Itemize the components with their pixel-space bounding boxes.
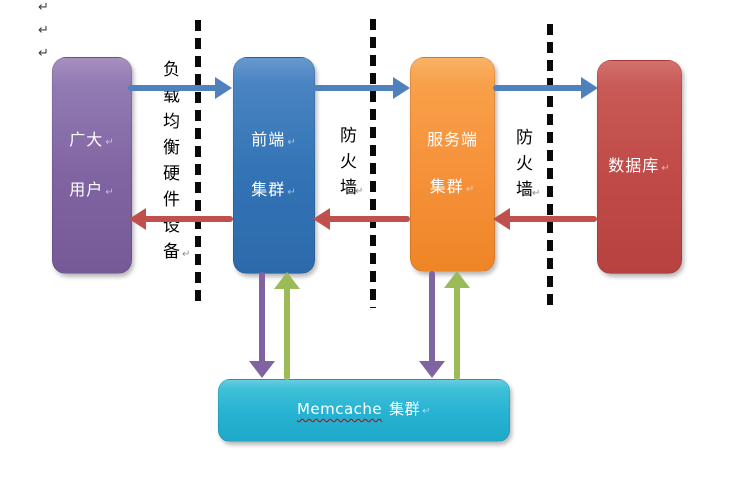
arrow-shaft: [284, 286, 290, 380]
node-memcache-label-cluster: 集群: [389, 400, 421, 418]
load-balancer-label: 负载均衡硬件设备: [163, 60, 180, 262]
arrow-server-to-database: [493, 77, 598, 99]
arrow-frontend-to-users-return: [129, 208, 233, 230]
arrow-head-icon: [444, 271, 470, 288]
paragraph-mark: ↵: [105, 136, 115, 148]
node-users-label-line1: 广大: [69, 129, 104, 149]
arrow-head-icon: [581, 77, 598, 99]
node-server-cluster[interactable]: 服务端 集群↵: [410, 57, 495, 272]
arrow-shaft: [128, 85, 218, 91]
arrow-memcache-to-frontend: [274, 272, 300, 380]
arrow-shaft: [259, 272, 265, 364]
arrow-shaft: [454, 285, 460, 380]
node-database[interactable]: 数据库↵: [597, 60, 682, 274]
arrow-shaft: [429, 271, 435, 364]
paragraph-mark: ↵: [105, 186, 115, 198]
arrow-frontend-to-memcache: [249, 272, 275, 378]
firewall-boundary-dashed-line-left: [370, 19, 376, 308]
node-memcache-cluster[interactable]: Memcache 集群↵: [218, 379, 510, 442]
load-balancer-boundary-dashed-line: [195, 20, 201, 301]
arrow-server-to-frontend-return: [313, 208, 410, 230]
arrow-shaft: [327, 216, 410, 222]
arrow-database-to-server-return: [493, 208, 597, 230]
firewall-boundary-dashed-line-right: [547, 24, 553, 311]
node-frontend-label-line2: 集群: [251, 179, 286, 199]
node-users[interactable]: 广大↵ 用户↵: [52, 57, 132, 274]
arrow-head-icon: [249, 361, 275, 378]
arrow-head-icon: [393, 77, 410, 99]
node-memcache-label-word: Memcache: [296, 400, 383, 418]
paragraph-mark: ↵: [287, 136, 297, 148]
paragraph-mark: ↵: [465, 184, 476, 195]
arrow-frontend-to-server: [313, 77, 410, 99]
arrow-shaft: [493, 85, 584, 91]
paragraph-mark: ↵: [532, 188, 541, 199]
node-frontend-label-line1: 前端: [251, 129, 286, 149]
arrow-head-icon: [274, 272, 300, 289]
node-database-label: 数据库: [608, 156, 660, 175]
arrow-server-to-memcache: [419, 271, 445, 378]
paragraph-mark: ↵: [287, 186, 297, 198]
paragraph-mark: ↵: [182, 249, 191, 260]
paragraph-mark: ↵: [422, 406, 432, 417]
arrow-shaft: [143, 216, 233, 222]
firewall-label-right: 防火墙: [516, 128, 533, 200]
paragraph-mark: ↵: [661, 163, 671, 174]
node-users-label-line2: 用户: [69, 179, 104, 199]
arrow-head-icon: [419, 361, 445, 378]
paragraph-mark: ↵: [38, 46, 49, 61]
node-frontend-cluster[interactable]: 前端↵ 集群↵: [233, 57, 315, 274]
paragraph-mark: ↵: [38, 23, 49, 38]
paragraph-mark: ↵: [38, 0, 49, 15]
paragraph-mark: ↵: [355, 186, 364, 197]
arrow-shaft: [313, 85, 396, 91]
arrow-head-icon: [313, 208, 330, 230]
firewall-label-left: 防火墙: [340, 126, 357, 198]
arrow-head-icon: [129, 208, 146, 230]
arrow-memcache-to-server: [444, 271, 470, 380]
arrow-shaft: [507, 216, 597, 222]
node-server-label-line1: 服务端: [426, 130, 478, 149]
node-server-label-line2: 集群: [429, 177, 464, 196]
arrow-head-icon: [215, 77, 232, 99]
arrow-users-to-frontend: [128, 77, 232, 99]
arrow-head-icon: [493, 208, 510, 230]
